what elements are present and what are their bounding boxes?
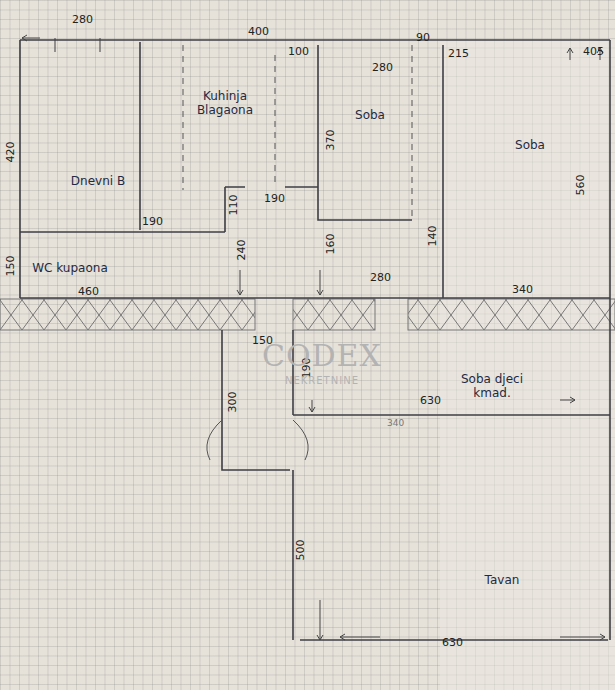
dimension: 460 <box>78 286 99 298</box>
dimension: 370 <box>325 130 337 151</box>
bathroom-room: WC kupaona <box>17 259 123 277</box>
dashed-lines <box>183 45 412 220</box>
dimension: 280 <box>370 272 391 284</box>
room-name: Tavan <box>472 573 532 587</box>
dimension: 90 <box>416 32 430 44</box>
dimension: 100 <box>288 46 309 58</box>
dimension: 340 <box>512 284 533 296</box>
attic-room: Tavan <box>469 571 535 589</box>
dimension: 240 <box>236 240 248 261</box>
hatched-band <box>0 299 615 330</box>
dimension: 405 <box>583 46 604 58</box>
dimension: 400 <box>248 26 269 38</box>
dimension: 190 <box>142 216 163 228</box>
dimension: 420 <box>5 142 17 163</box>
room-label: Soba <box>337 106 403 124</box>
dimension: 630 <box>420 395 441 407</box>
dimension: 150 <box>5 256 17 277</box>
room-label: Soba <box>497 136 563 154</box>
kids-room: Soba djeci kmad. <box>449 370 535 402</box>
dimension: 140 <box>427 226 439 247</box>
room-name: WC kupaona <box>20 261 120 275</box>
dimension: 215 <box>448 48 469 60</box>
room-name: Soba djeci kmad. <box>452 372 532 400</box>
door-arcs <box>207 420 308 460</box>
dimension: 340 <box>387 417 404 429</box>
watermark: NEKRETNINE <box>285 375 359 386</box>
watermark: CODEX <box>262 338 382 373</box>
room-name: Dnevni B <box>58 174 138 188</box>
kitchen-room: Kuhinja Blagaona <box>187 87 263 119</box>
dimension: 500 <box>295 540 307 561</box>
dimension: 300 <box>227 392 239 413</box>
room-name: Soba <box>500 138 560 152</box>
dimension: 560 <box>575 175 587 196</box>
dimension: 630 <box>442 637 463 649</box>
dimension-arrows <box>22 35 605 640</box>
room-name: Soba <box>340 108 400 122</box>
dimension: 280 <box>72 14 93 26</box>
paper-fold <box>440 40 615 690</box>
dimension: 160 <box>325 234 337 255</box>
walls <box>20 38 610 640</box>
room-name: Kuhinja Blagaona <box>190 89 260 117</box>
dimension: 190 <box>264 193 285 205</box>
living-room: Dnevni B <box>55 172 141 190</box>
dimension: 280 <box>372 62 393 74</box>
dimension: 110 <box>228 195 240 216</box>
